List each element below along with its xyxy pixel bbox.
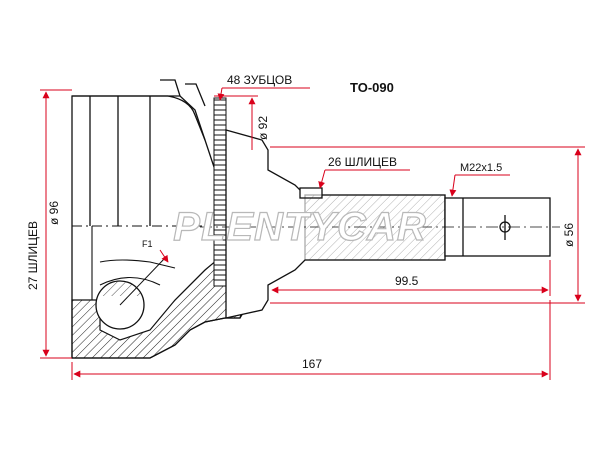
inner-cage <box>72 225 210 300</box>
thread-label: M22x1.5 <box>460 162 502 174</box>
total-length-label: 167 <box>302 357 322 371</box>
dimension-lines <box>40 87 585 380</box>
inner-splines-label: 27 ШЛИЦЕВ <box>26 221 40 290</box>
dia-abs-label: ø 92 <box>256 116 270 140</box>
outer-splines-label: 26 ШЛИЦЕВ <box>328 155 397 169</box>
shaft-length-label: 99.5 <box>395 274 419 288</box>
watermark-logo: PLENTYCAR <box>173 205 426 249</box>
part-number: TO-090 <box>350 80 394 95</box>
marker-f1-label: F1 <box>142 239 153 249</box>
ball-leader <box>119 257 166 306</box>
teeth-label: 48 ЗУБЦОВ <box>227 73 292 87</box>
abs-ring <box>213 97 227 287</box>
dia-housing-label: ø 96 <box>47 201 61 225</box>
dia-shaft-label: ø 56 <box>562 223 576 247</box>
stem <box>225 129 446 319</box>
